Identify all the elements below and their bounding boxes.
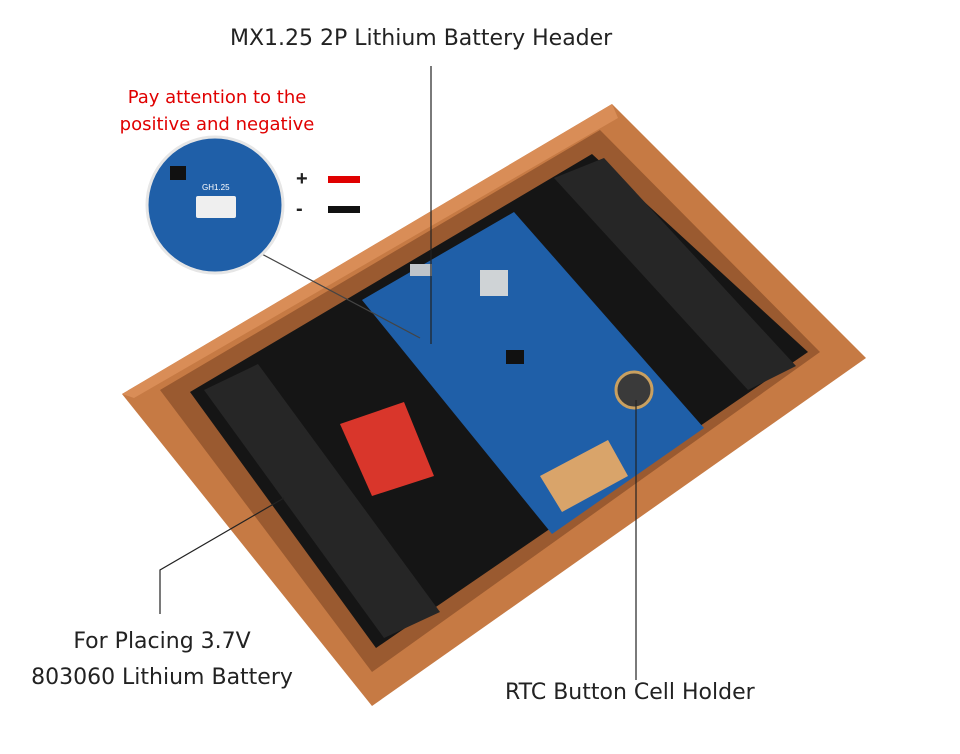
battery-slot-line-1: For Placing 3.7V bbox=[73, 629, 251, 654]
chip bbox=[506, 350, 524, 364]
negative-symbol: - bbox=[296, 198, 303, 220]
pointer-zoom bbox=[257, 251, 421, 339]
chip bbox=[170, 166, 186, 180]
connector-label: GH1.25 bbox=[202, 183, 230, 192]
battery-slot-label: For Placing 3.7V 803060 Lithium Battery bbox=[12, 624, 312, 696]
negative-bar bbox=[328, 206, 360, 213]
frame-top-face bbox=[122, 104, 618, 398]
sd-slot bbox=[480, 270, 508, 296]
fpc-cable bbox=[540, 440, 628, 512]
positive-symbol: + bbox=[296, 168, 308, 190]
polarity-warning: Pay attention to the positive and negati… bbox=[112, 84, 322, 138]
pointer-battery bbox=[159, 497, 285, 614]
foam-strip-right bbox=[554, 158, 796, 390]
battery-sticker bbox=[340, 402, 434, 496]
driver-board bbox=[362, 212, 704, 534]
connector-gh125 bbox=[196, 196, 236, 218]
positive-bar bbox=[328, 176, 360, 183]
rtc-holder bbox=[614, 370, 654, 410]
warning-line-1: Pay attention to the bbox=[127, 87, 307, 108]
usb-port bbox=[410, 264, 432, 276]
foam-strip-left bbox=[204, 364, 440, 638]
battery-header-label: MX1.25 2P Lithium Battery Header bbox=[230, 26, 613, 51]
warning-line-2: positive and negative bbox=[119, 114, 315, 135]
battery-slot-line-2: 803060 Lithium Battery bbox=[31, 665, 293, 690]
rtc-holder-label: RTC Button Cell Holder bbox=[505, 680, 755, 705]
